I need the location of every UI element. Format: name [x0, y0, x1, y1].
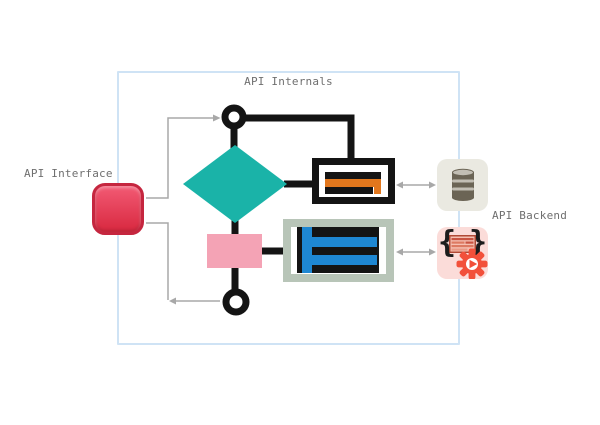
orange-bar [374, 179, 381, 194]
api-interface-node [92, 183, 144, 235]
subroutine-bars [319, 165, 388, 197]
subroutine-node [312, 158, 395, 204]
arrowhead-left-icon [396, 248, 403, 256]
api-backend-label: API Backend [492, 209, 568, 222]
orange-bar [325, 179, 381, 187]
flow-start-to-subroutine [245, 114, 355, 160]
database-cylinder-icon [451, 168, 474, 201]
start-circle-node [221, 104, 247, 130]
arrowhead-right-icon [429, 248, 436, 256]
database-icon [437, 159, 488, 211]
blue-row-bar [302, 255, 377, 265]
connector-interface-return [146, 222, 169, 300]
api-internals-label: API Internals [244, 75, 333, 88]
code-runner-icon: { } [437, 227, 488, 279]
table-grid [297, 227, 379, 273]
blue-row-bar [302, 237, 377, 247]
table-node [283, 219, 394, 282]
black-bar [325, 187, 373, 194]
connector-interface-to-start [146, 117, 213, 199]
gear-play-icon [456, 248, 488, 279]
end-circle-node [222, 288, 250, 316]
blue-column-bar [302, 227, 312, 273]
arrowhead-left-icon [169, 297, 176, 305]
arrowhead-right-icon [213, 114, 221, 122]
arrowhead-right-icon [429, 181, 436, 189]
decision-diamond-node [183, 145, 287, 223]
arrowhead-left-icon [396, 181, 403, 189]
process-node [207, 234, 262, 268]
api-interface-label: API Interface [24, 167, 113, 180]
left-brace-glyph: { [438, 227, 457, 260]
black-bar [325, 172, 381, 179]
